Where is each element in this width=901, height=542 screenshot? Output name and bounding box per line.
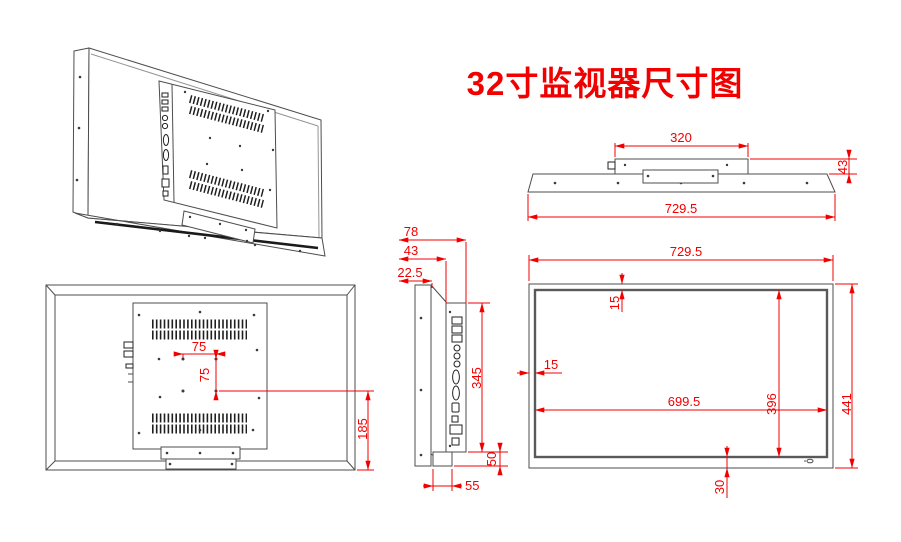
dim-side-depth-total: 78 <box>398 224 467 303</box>
perspective-view <box>72 47 326 257</box>
dim-top-overall-width-label: 729.5 <box>665 201 698 216</box>
dim-top-box-depth-label: 43 <box>835 160 850 174</box>
dim-front-active-height-label: 396 <box>764 393 779 415</box>
dim-rear-mount-offset-label: 185 <box>355 418 370 440</box>
dim-top-box-width-label: 320 <box>670 130 692 145</box>
page-title: 32寸监视器尺寸图 <box>467 65 744 102</box>
dim-rear-mount-offset: 185 <box>219 390 374 471</box>
dim-front-bezel-bottom: 30 <box>712 446 730 498</box>
dim-side-box-height-label: 345 <box>469 367 484 389</box>
side-view: 78 43 22.5 345 50 <box>397 224 508 493</box>
dim-side-base-depth: 55 <box>423 469 479 493</box>
dim-rear-vesa-height-label: 75 <box>197 368 212 382</box>
dim-front-overall-height: 441 <box>835 283 858 469</box>
top-view: 320 43 729.5 <box>527 130 857 221</box>
dim-side-box-height: 345 <box>468 302 508 453</box>
side-connector-strip-iso <box>161 92 170 197</box>
dim-front-bezel-left: 15 <box>517 357 562 376</box>
dim-side-depth-mid-label: 43 <box>404 243 418 258</box>
front-view: 729.5 15 15 699.5 396 441 <box>517 244 858 498</box>
dim-side-depth-total-label: 78 <box>404 224 418 239</box>
dim-top-box-width: 320 <box>614 130 749 157</box>
dim-side-depth-mid: 43 <box>398 243 447 303</box>
dim-top-box-depth: 43 <box>750 149 857 184</box>
rear-view: 75 75 185 <box>45 284 374 471</box>
dim-front-bezel-top: 15 <box>607 273 625 312</box>
dim-side-depth-front: 22.5 <box>397 265 433 288</box>
dim-front-overall-width: 729.5 <box>528 244 834 281</box>
dim-rear-vesa-height: 75 <box>197 349 219 401</box>
dim-front-bezel-top-label: 15 <box>607 296 622 310</box>
dim-side-base-depth-label: 55 <box>465 478 479 493</box>
dim-side-bottom-gap: 50 <box>454 442 508 476</box>
dim-front-overall-width-label: 729.5 <box>670 244 703 259</box>
dim-side-depth-front-label: 22.5 <box>397 265 422 280</box>
side-connector-strip <box>449 316 463 446</box>
dim-front-bezel-left-label: 15 <box>544 357 558 372</box>
dim-top-overall-width: 729.5 <box>527 194 836 221</box>
dim-front-active-width-label: 699.5 <box>668 394 701 409</box>
dim-side-bottom-gap-label: 50 <box>484 452 499 466</box>
dim-rear-vesa-width-label: 75 <box>192 339 206 354</box>
dim-front-overall-height-label: 441 <box>839 393 854 415</box>
dim-front-active-height: 396 <box>764 289 782 458</box>
dim-front-bezel-bottom-label: 30 <box>712 480 727 494</box>
